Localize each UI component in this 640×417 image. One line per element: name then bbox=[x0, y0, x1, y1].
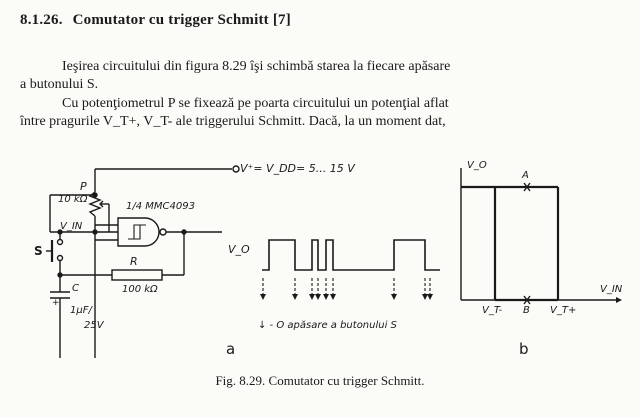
figure-label-a: a bbox=[226, 340, 236, 358]
pot-label: P bbox=[80, 180, 87, 193]
section-number: 8.1.26. bbox=[20, 12, 63, 28]
transfer-y-label: V_O bbox=[467, 160, 487, 171]
transfer-characteristic bbox=[460, 168, 622, 305]
capacitor-voltage: 25V bbox=[84, 320, 104, 331]
figure-label-b: b bbox=[519, 340, 529, 358]
point-b-label: B bbox=[523, 305, 530, 316]
paragraph-2-line-1: Cu potenţiometrul P se fixează pe poarta… bbox=[62, 96, 449, 111]
capacitor-value: 1μF/ bbox=[70, 305, 92, 316]
switch-label: S bbox=[34, 244, 43, 258]
paragraph-1-line-1: Ieşirea circuitului din figura 8.29 îşi … bbox=[62, 59, 451, 74]
point-a-label: A bbox=[522, 170, 529, 181]
vin-label: V_IN bbox=[60, 221, 83, 232]
capacitor-label: C bbox=[72, 283, 79, 294]
paragraph-2-line-2: între pragurile V_T+, V_T- ale triggerul… bbox=[20, 114, 446, 129]
paragraph-2: Cu potenţiometrul P se fixează pe poarta… bbox=[20, 95, 630, 131]
section-reference: [7] bbox=[272, 12, 291, 28]
section-heading: 8.1.26. Comutator cu trigger Schmitt [7] bbox=[20, 12, 291, 29]
paragraph-1-line-2: a butonului S. bbox=[20, 77, 99, 92]
figure-caption: Fig. 8.29. Comutator cu trigger Schmitt. bbox=[215, 373, 425, 388]
vo-label: V_O bbox=[228, 243, 250, 256]
transfer-x-label: V_IN bbox=[600, 284, 623, 295]
pot-value: 10 kΩ bbox=[58, 194, 88, 205]
svg-text:+: + bbox=[52, 298, 60, 308]
section-title: Comutator cu trigger Schmitt bbox=[72, 12, 269, 28]
resistor-label: R bbox=[130, 255, 138, 268]
waveform-trace bbox=[260, 239, 440, 300]
supply-label: V⁺= V_DD= 5... 15 V bbox=[240, 162, 355, 175]
resistor-value: 100 kΩ bbox=[122, 284, 158, 295]
vt-minus-label: V_T- bbox=[482, 305, 503, 316]
paragraph-1: Ieşirea circuitului din figura 8.29 îşi … bbox=[20, 58, 630, 94]
gate-label: 1/4 MMC4093 bbox=[126, 201, 195, 212]
vt-plus-label: V_T+ bbox=[550, 305, 577, 316]
waveform-legend: ↓ - O apăsare a butonului S bbox=[258, 320, 397, 331]
circuit-schematic: + bbox=[46, 165, 240, 358]
